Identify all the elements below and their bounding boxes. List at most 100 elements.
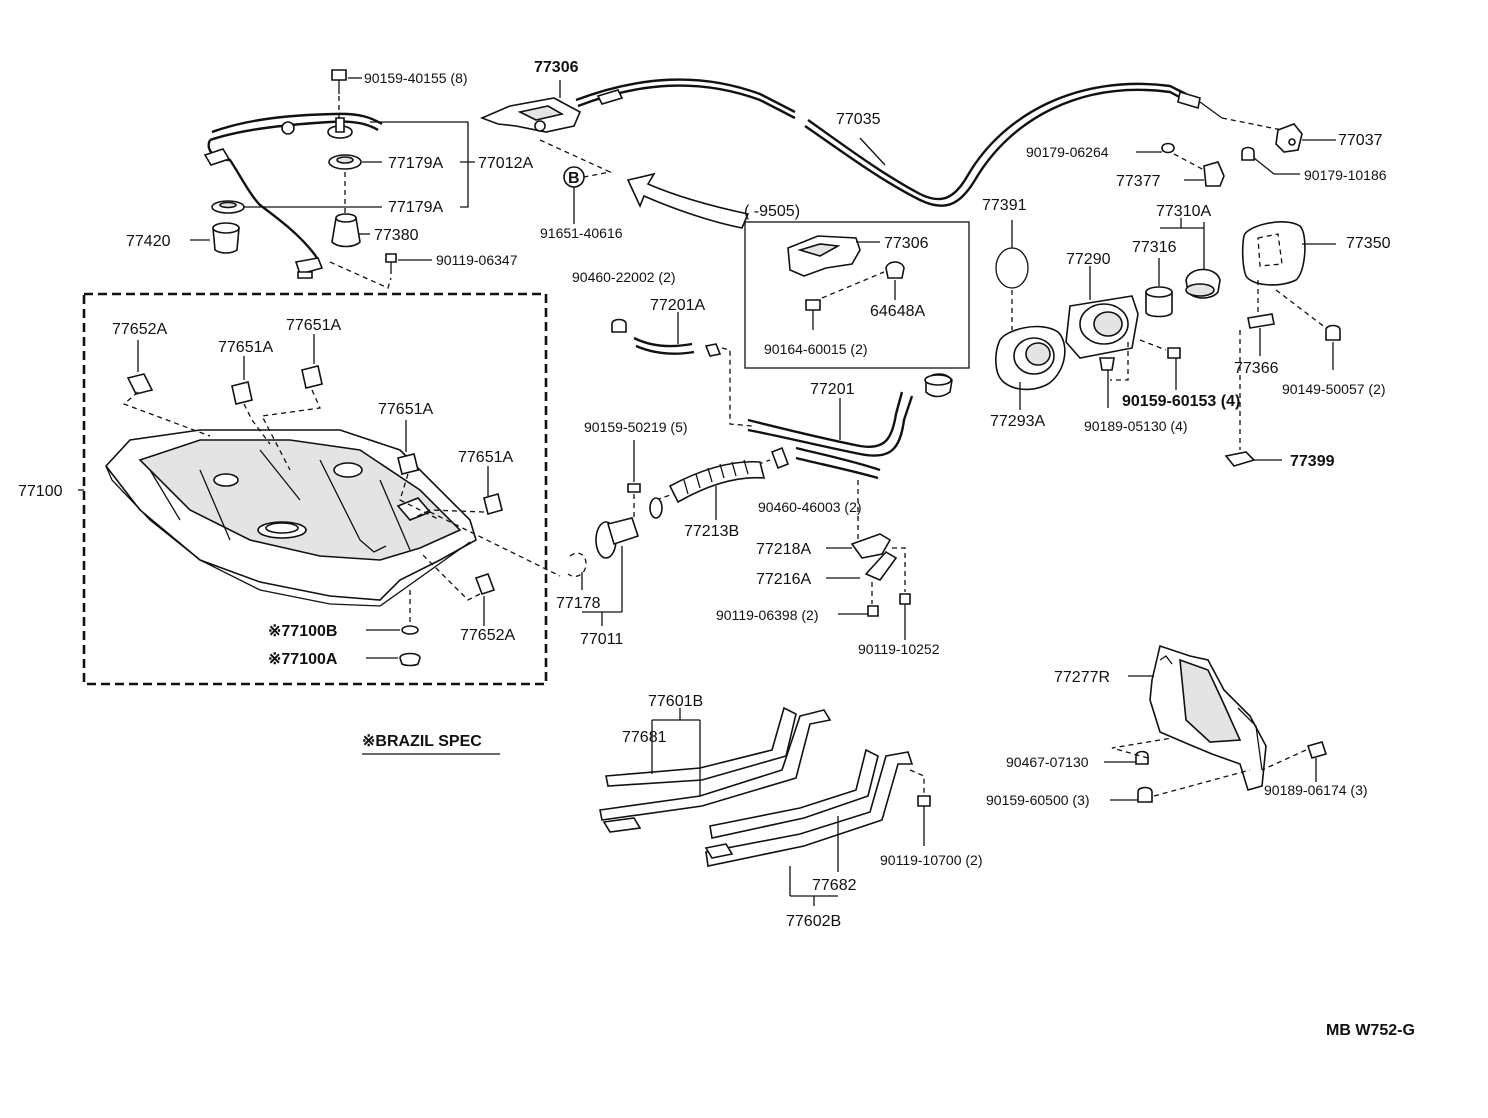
label-90159-40155: 90159-40155 (8) — [364, 70, 468, 86]
b-marker-text: B — [568, 170, 580, 187]
inlet-box-77293A — [995, 325, 1066, 410]
screw-90179-10186 — [1241, 146, 1300, 175]
label-90119-10252: 90119-10252 — [858, 641, 940, 657]
filler-pipe-77011 — [567, 517, 640, 626]
opener-cable-77035 — [575, 78, 1283, 207]
label-77306-inset: 77306 — [884, 235, 929, 252]
label-77012A: 77012A — [478, 155, 533, 172]
label-77380: 77380 — [374, 227, 419, 244]
hinge-77366 — [1239, 280, 1275, 450]
label-90119-06347: 90119-06347 — [436, 252, 518, 268]
label-77350: 77350 — [1346, 235, 1391, 252]
hose-77201 — [747, 373, 953, 540]
label-77602B: 77602B — [786, 913, 841, 930]
fuel-tank-77100 — [104, 429, 477, 607]
label-77218A: 77218A — [756, 541, 811, 558]
label-77213B: 77213B — [684, 523, 739, 540]
bolt-90159-50219 — [627, 440, 641, 520]
label-77651A-2: 77651A — [218, 339, 273, 356]
label-90460-22002: 90460-22002 (2) — [572, 269, 676, 285]
label-77035: 77035 — [836, 111, 881, 128]
label-90119-10700: 90119-10700 (2) — [880, 852, 982, 868]
label-77399: 77399 — [1290, 453, 1335, 470]
label-90164-60015: 90164-60015 (2) — [764, 341, 868, 357]
label-77366: 77366 — [1234, 360, 1279, 377]
label-90179-06264: 90179-06264 — [1026, 144, 1109, 160]
label-77201: 77201 — [810, 381, 855, 398]
filler-hose-77213B — [668, 459, 766, 520]
grommet-stack — [211, 117, 362, 254]
bolt-90119-10700 — [917, 795, 931, 846]
label-90467-07130: 90467-07130 — [1006, 754, 1089, 770]
direction-arrow — [626, 172, 750, 229]
clip-90179-06264 — [1136, 142, 1205, 171]
label-77601B: 77601B — [648, 693, 703, 710]
label-77179A-2: 77179A — [388, 199, 443, 216]
fuel-lid-77350 — [1241, 221, 1336, 286]
hose-77201A — [611, 312, 753, 427]
label-77316: 77316 — [1132, 239, 1177, 256]
screw-90149-50057 — [1275, 289, 1341, 370]
label-77037: 77037 — [1338, 132, 1383, 149]
bolt-90119-06347 — [329, 253, 397, 289]
band-77601B — [599, 706, 832, 833]
label-77682: 77682 — [812, 877, 857, 894]
label-64648A: 64648A — [870, 303, 925, 320]
label-77277R: 77277R — [1054, 669, 1110, 686]
label-77652A-bot: 77652A — [460, 627, 515, 644]
vapor-hose-group — [203, 112, 383, 279]
label-77651A-4: 77651A — [458, 449, 513, 466]
bumper-77399 — [1224, 451, 1282, 467]
filler-pipe-77290 — [1065, 266, 1139, 408]
tank-pads — [122, 334, 561, 626]
label-77100A: ※77100A — [268, 651, 338, 668]
label-90179-10186: 90179-10186 — [1304, 167, 1387, 183]
label-77100: 77100 — [18, 483, 63, 500]
label-77100B: ※77100B — [268, 623, 337, 640]
brazil-spec-grommets — [366, 590, 421, 667]
clamps-77218A-77216A — [826, 533, 911, 640]
label-77179A-1: 77179A — [388, 155, 443, 172]
bracket-77377 — [1184, 161, 1225, 187]
label-77201A: 77201A — [650, 297, 705, 314]
bolt-90159-40155 — [331, 69, 347, 120]
label-77391: 77391 — [982, 197, 1027, 214]
fuel-tank-box — [78, 292, 548, 686]
label-77420: 77420 — [126, 233, 171, 250]
part-labels: 90159-40155 (8) 77306 77035 77037 90179-… — [18, 59, 1415, 1039]
label-brazil-spec: ※BRAZIL SPEC — [362, 733, 482, 750]
label-90189-05130: 90189-05130 (4) — [1084, 418, 1188, 434]
label-77310A: 77310A — [1156, 203, 1211, 220]
band-77602B — [704, 748, 925, 906]
label-90119-06398: 90119-06398 (2) — [716, 607, 818, 623]
label-77306-top: 77306 — [534, 59, 579, 76]
screws-shield — [1104, 737, 1328, 803]
label-91651-40616: 91651-40616 — [540, 225, 623, 241]
label-77651A-3: 77651A — [378, 401, 433, 418]
gasket-77391 — [995, 220, 1029, 330]
screw-90159-60153 — [1139, 339, 1181, 390]
label-90189-06174: 90189-06174 (3) — [1264, 782, 1368, 798]
b-marker: B — [539, 139, 613, 224]
label-77290: 77290 — [1066, 251, 1111, 268]
label-90460-46003: 90460-46003 (2) — [758, 499, 862, 515]
label-90149-50057: 90149-50057 (2) — [1282, 381, 1386, 397]
shield-77277R — [1128, 644, 1267, 791]
label-77377: 77377 — [1116, 173, 1161, 190]
label-77652A-top: 77652A — [112, 321, 167, 338]
diagram-reference-code: MB W752-G — [1326, 1022, 1415, 1039]
label-77011: 77011 — [580, 631, 623, 648]
cap-parts-77310A — [1145, 218, 1221, 318]
label-77178: 77178 — [556, 595, 601, 612]
label-77216A: 77216A — [756, 571, 811, 588]
label-77681: 77681 — [622, 729, 667, 746]
lock-77037 — [1275, 123, 1336, 153]
label-90159-60153: 90159-60153 (4) — [1122, 393, 1240, 410]
label-77293A: 77293A — [990, 413, 1045, 430]
label-9505: ( -9505) — [744, 203, 800, 220]
leaders-top-left — [190, 77, 475, 261]
label-90159-60500: 90159-60500 (3) — [986, 792, 1090, 808]
label-90159-50219: 90159-50219 (5) — [584, 419, 688, 435]
